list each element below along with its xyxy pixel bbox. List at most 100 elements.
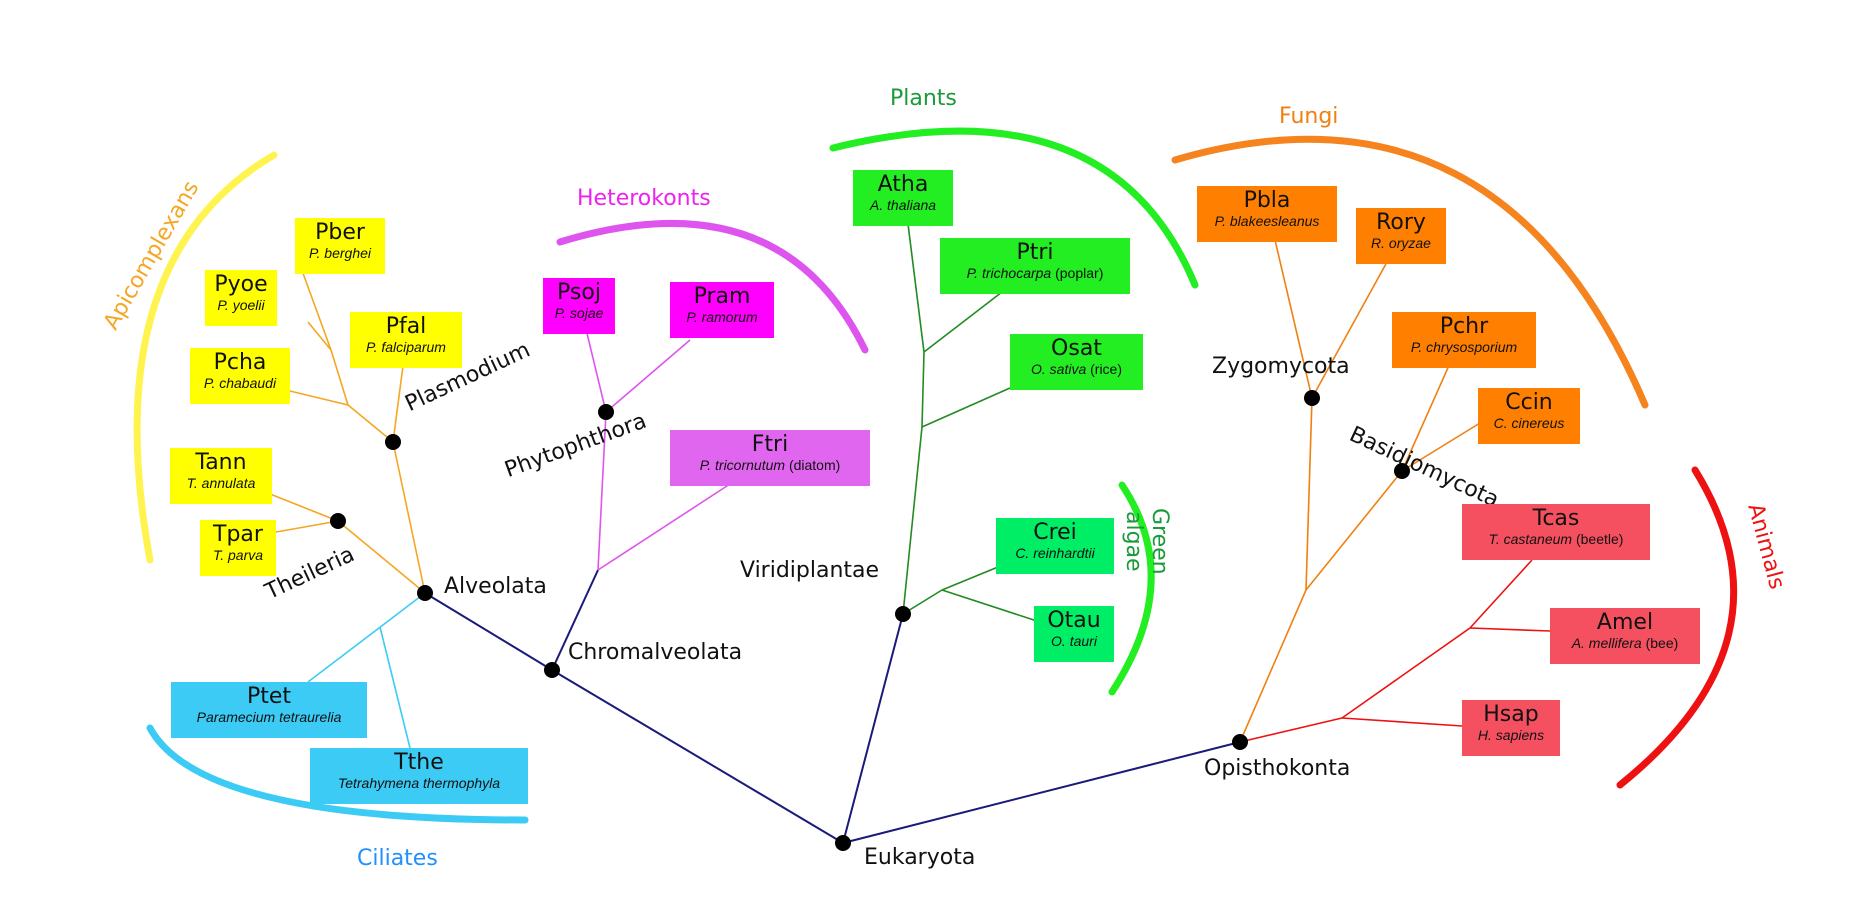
node-dot-theileria <box>330 513 346 529</box>
taxon-abbr-tthe: Tthe <box>394 750 444 775</box>
green-algae-line2: algae <box>1121 511 1146 572</box>
node-dot-eukaryota <box>835 835 851 851</box>
taxon-sci-pchr: P. chrysosporium <box>1410 339 1518 355</box>
taxon-sci-atha: A. thaliana <box>869 197 937 213</box>
taxon-box-pber: Pber P. berghei <box>295 218 385 274</box>
taxon-abbr-rory: Rory <box>1376 210 1426 235</box>
taxon-box-tann: Tann T. annulata <box>170 448 272 504</box>
taxon-sci-osat: O. sativa <box>1030 361 1087 377</box>
node-dot-phytophthora <box>598 404 614 420</box>
taxon-abbr-pcha: Pcha <box>213 350 267 375</box>
taxon-sci-pcha: P. chabaudi <box>203 375 277 391</box>
taxon-sci-tpar: T. parva <box>212 547 264 563</box>
taxon-sci-pber: P. berghei <box>308 245 371 261</box>
taxon-sci-amel: A. mellifera <box>1571 635 1642 651</box>
taxon-sci-pfal: P. falciparum <box>366 339 446 355</box>
taxon-sci-hsap: H. sapiens <box>1477 727 1545 743</box>
taxon-abbr-psoj: Psoj <box>557 280 601 305</box>
taxon-sci-ccin: C. cinereus <box>1493 415 1565 431</box>
taxon-sci-ftri: P. tricornutum <box>699 457 786 473</box>
taxon-abbr-tcas: Tcas <box>1532 506 1580 531</box>
taxon-common-tcas: (beetle) <box>1575 531 1624 547</box>
taxon-common-ftri: (diatom) <box>788 457 841 473</box>
taxon-abbr-pchr: Pchr <box>1439 314 1489 339</box>
taxon-abbr-pbla: Pbla <box>1243 188 1291 213</box>
taxon-box-pcha: Pcha P. chabaudi <box>190 348 290 404</box>
green-algae-arc <box>1108 481 1155 696</box>
taxon-abbr-ftri: Ftri <box>751 432 789 457</box>
taxon-box-ptet: Ptet Paramecium tetraurelia <box>171 682 367 738</box>
taxon-abbr-hsap: Hsap <box>1483 702 1539 727</box>
taxon-box-ftri: Ftri P. tricornutum (diatom) <box>670 430 870 486</box>
taxon-abbr-otau: Otau <box>1047 608 1101 633</box>
taxon-sci-pbla: P. blakeesleanus <box>1214 213 1320 229</box>
node-label-viridiplantae: Viridiplantae <box>740 558 880 583</box>
taxon-common-amel: (bee) <box>1645 635 1679 651</box>
taxon-box-pyoe: Pyoe P. yoelii <box>205 270 277 326</box>
node-dot-basidiomycota <box>1394 463 1410 479</box>
node-dot-opisthokonta <box>1232 734 1248 750</box>
taxon-abbr-ptet: Ptet <box>246 684 292 709</box>
taxon-box-ccin: Ccin C. cinereus <box>1478 388 1580 444</box>
taxon-box-pbla: Pbla P. blakeesleanus <box>1197 186 1337 242</box>
taxon-abbr-crei: Crei <box>1033 520 1077 545</box>
plants-arc <box>829 127 1199 289</box>
animals-branches <box>1239 559 1551 743</box>
taxon-abbr-pram: Pram <box>693 284 751 309</box>
taxon-box-tcas: Tcas T. castaneum (beetle) <box>1462 504 1650 560</box>
taxon-box-psoj: Psoj P. sojae <box>543 278 615 334</box>
taxon-box-atha: Atha A. thaliana <box>853 170 953 226</box>
taxon-box-tthe: Tthe Tetrahymena thermophyla <box>310 748 528 804</box>
taxon-sci-otau: O. tauri <box>1051 633 1097 649</box>
taxon-box-otau: Otau O. tauri <box>1034 606 1114 662</box>
taxon-abbr-tann: Tann <box>195 450 247 475</box>
node-label-zygomycota: Zygomycota <box>1212 354 1350 379</box>
taxon-abbr-pyoe: Pyoe <box>214 272 268 297</box>
node-dots <box>330 390 1410 851</box>
taxon-sci-tcas: T. castaneum <box>1488 531 1573 547</box>
taxon-sci-ptri: P. trichocarpa <box>966 265 1052 281</box>
heterokonts-arc <box>556 220 869 354</box>
node-dot-alveolata <box>417 585 433 601</box>
taxon-sci-rory: R. oryzae <box>1371 235 1431 251</box>
taxon-sci-pyoe: P. yoelii <box>217 297 265 313</box>
ciliates-branches <box>307 592 426 749</box>
group-label-heterokonts: Heterokonts <box>577 186 711 211</box>
taxon-abbr-pfal: Pfal <box>385 314 427 339</box>
node-dot-plasmodium <box>385 434 401 450</box>
taxon-box-pfal: Pfal P. falciparum <box>350 312 462 368</box>
green-algae-line1: Green <box>1147 508 1172 575</box>
taxon-box-hsap: Hsap H. sapiens <box>1462 700 1560 756</box>
node-dot-zygomycota <box>1304 390 1320 406</box>
group-label-plants: Plants <box>890 86 957 111</box>
taxon-box-amel: Amel A. mellifera (bee) <box>1550 608 1700 664</box>
node-dot-viridiplantae <box>895 606 911 622</box>
apicomplexans-arc <box>133 151 278 564</box>
node-label-chromalveolata: Chromalveolata <box>568 640 743 665</box>
group-label-green-algae: Green algae <box>1120 508 1172 575</box>
node-label-eukaryota: Eukaryota <box>864 845 976 870</box>
taxon-abbr-osat: Osat <box>1051 336 1102 361</box>
animals-arc <box>1616 466 1738 789</box>
taxon-box-crei: Crei C. reinhardtii <box>996 518 1114 574</box>
node-dot-chromalveolata <box>544 662 560 678</box>
taxon-sci-ptet: Paramecium tetraurelia <box>196 709 342 725</box>
taxon-abbr-tpar: Tpar <box>213 522 263 547</box>
eukaryota-branches <box>424 569 1241 844</box>
heterokonts-branches <box>584 324 731 571</box>
taxon-box-rory: Rory R. oryzae <box>1356 208 1446 264</box>
taxon-sci-crei: C. reinhardtii <box>1015 545 1095 561</box>
taxon-box-ptri: Ptri P. trichocarpa (poplar) <box>940 238 1130 294</box>
taxon-abbr-ccin: Ccin <box>1505 390 1553 415</box>
taxon-abbr-pber: Pber <box>315 220 365 245</box>
taxon-common-osat: (rice) <box>1090 361 1123 377</box>
taxon-sci-tthe: Tetrahymena thermophyla <box>337 775 501 791</box>
taxon-common-ptri: (poplar) <box>1055 265 1104 281</box>
group-label-ciliates: Ciliates <box>357 846 438 871</box>
taxon-abbr-amel: Amel <box>1596 610 1654 635</box>
group-label-fungi: Fungi <box>1279 104 1339 129</box>
taxon-sci-tann: T. annulata <box>186 475 256 491</box>
taxon-box-pram: Pram P. ramorum <box>670 282 774 338</box>
taxon-sci-psoj: P. sojae <box>554 305 604 321</box>
